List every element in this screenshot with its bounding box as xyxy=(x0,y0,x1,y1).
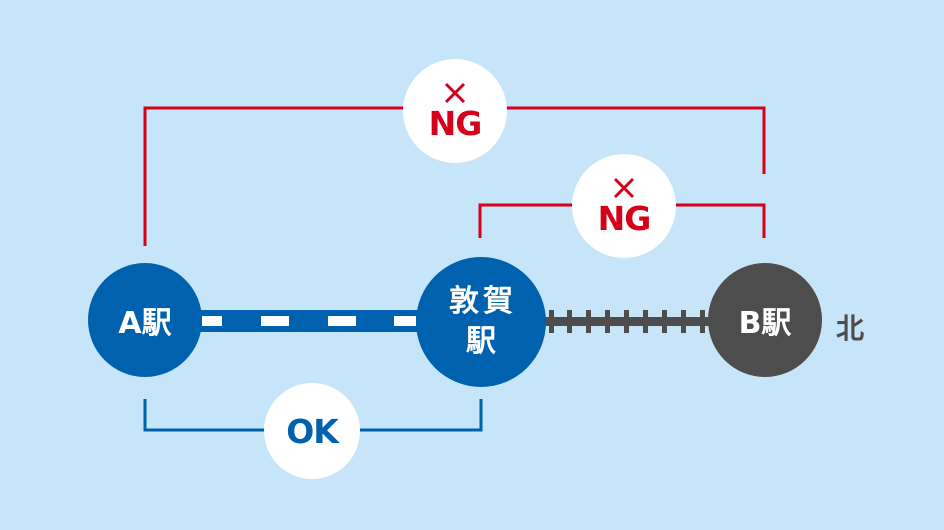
ng-label: NG xyxy=(428,103,483,143)
ng-badge-inner: NG xyxy=(572,154,676,258)
station-a: A駅 xyxy=(88,263,202,377)
station-tsuruga: 敦賀 駅 xyxy=(416,257,546,387)
station-tsuruga-label-line2: 駅 xyxy=(466,324,496,359)
station-a-label: A駅 xyxy=(118,306,172,341)
ng-badge-outer: NG xyxy=(403,59,507,163)
station-b-label: B駅 xyxy=(738,306,792,341)
ng-label: NG xyxy=(597,198,652,238)
station-b: B駅 xyxy=(708,263,822,377)
cross-icon xyxy=(444,82,466,103)
ok-badge: OK xyxy=(264,383,360,479)
track-tsuruga-b xyxy=(544,310,712,333)
station-tsuruga-label-line1: 敦賀 xyxy=(449,284,517,319)
track-a-tsuruga xyxy=(198,310,422,332)
direction-label: 北 xyxy=(836,312,865,345)
cross-icon xyxy=(613,177,635,198)
ok-label: OK xyxy=(286,411,339,451)
